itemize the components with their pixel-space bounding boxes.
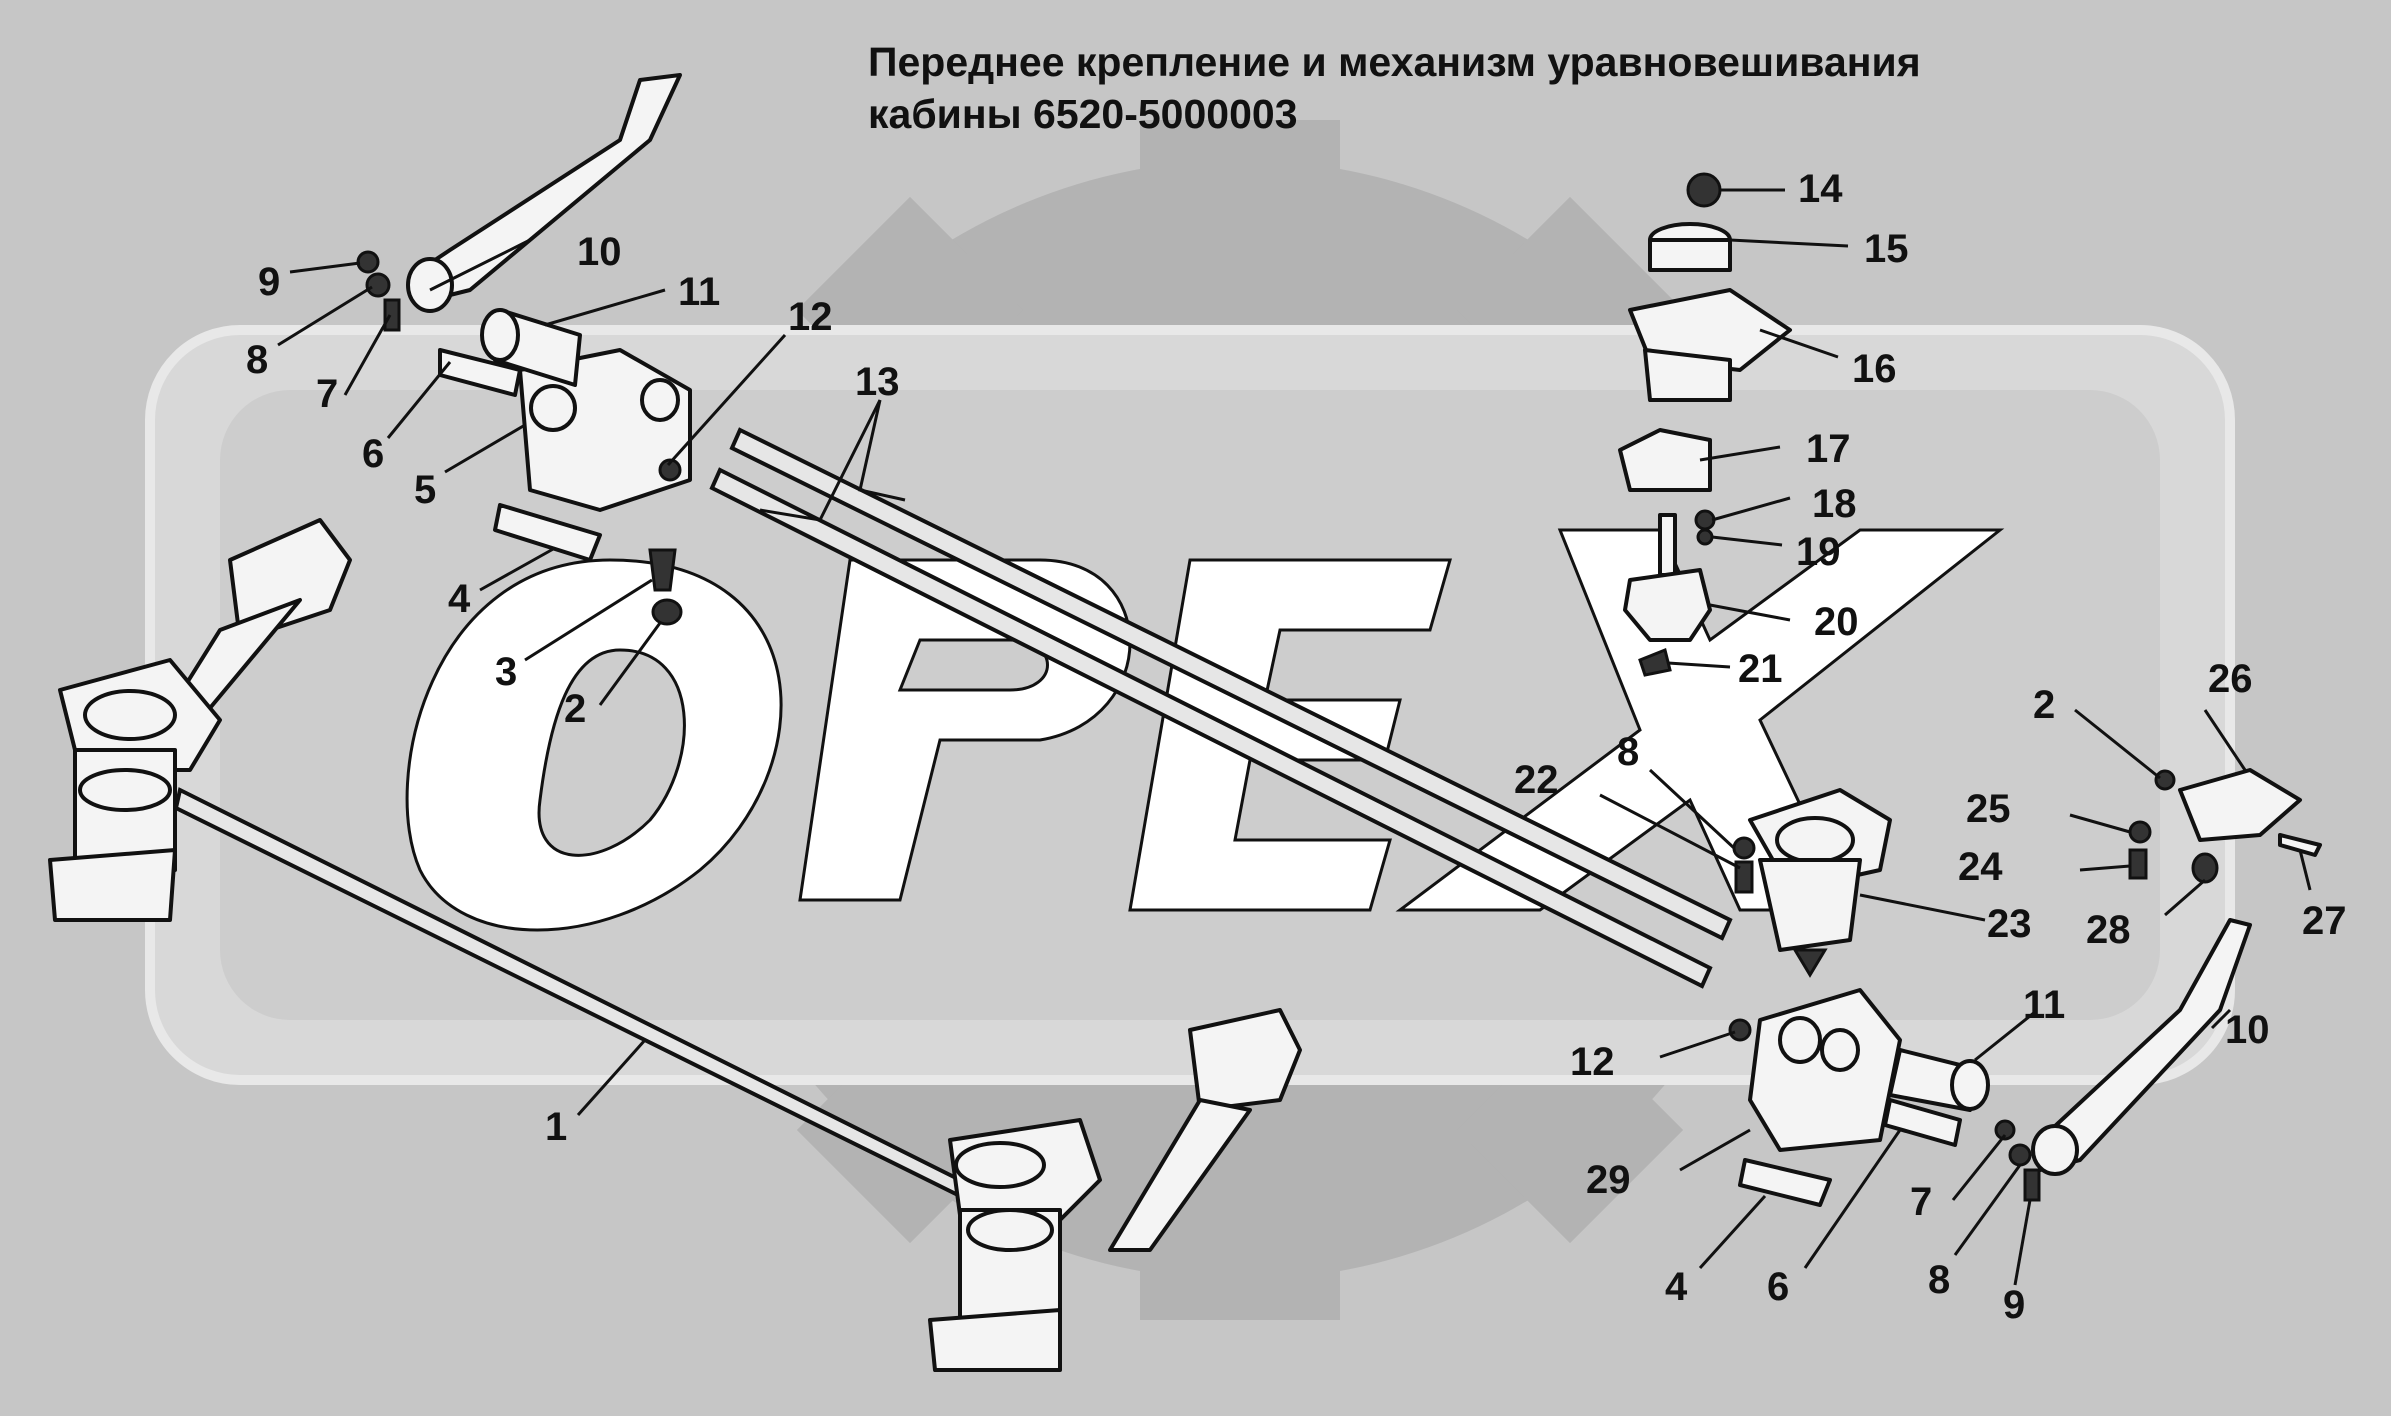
callout-21: 21 [1738,647,1783,691]
pin-11-left [480,308,582,387]
bolt-3-nut-2-left [648,548,683,626]
title-line-1: Переднее крепление и механизм уравновеши… [868,39,1921,85]
callout-6-right: 6 [1767,1265,1789,1309]
callout-12: 12 [788,295,833,339]
callout-1: 1 [545,1105,567,1149]
callout-9-right: 9 [2003,1283,2025,1327]
parts [48,73,2322,1372]
pin-11-right [1888,1048,1990,1112]
callout-4: 4 [448,577,471,621]
plate-4-left [493,503,602,562]
bracket-29-right [1748,988,1902,1152]
right-support-assembly [928,1008,1302,1372]
callout-17: 17 [1806,427,1851,471]
callout-8-right: 8 [1928,1258,1950,1302]
callout-18: 18 [1812,482,1857,526]
callout-22: 22 [1514,758,1559,802]
callout-26: 26 [2208,657,2253,701]
callout-14: 14 [1798,167,1843,211]
pin-6-left [438,348,522,397]
callout-2: 2 [564,687,586,731]
callout-numbers: 9 8 7 6 5 10 11 12 13 4 3 2 1 14 15 16 1… [246,167,2347,1327]
callout-10-right: 10 [2225,1008,2270,1052]
support-23 [1748,788,1892,978]
page-title: Переднее крепление и механизм уравновеши… [868,36,1921,140]
small-parts-7-8-9-right [1728,1018,2041,1202]
callout-8-mid: 8 [1617,730,1639,774]
callout-3: 3 [495,650,517,694]
leader-lines [277,188,2312,1286]
callout-8: 8 [246,338,268,382]
callout-24: 24 [1958,845,2003,889]
callout-7: 7 [316,372,338,416]
stack-14-21 [1618,172,1792,677]
bracket-5-left [518,348,692,512]
callout-20: 20 [1814,600,1859,644]
callout-2-right: 2 [2033,683,2055,727]
callout-25: 25 [1966,787,2011,831]
watermark-letters [405,528,2005,932]
callout-12-right: 12 [1570,1040,1615,1084]
left-support-assembly [48,518,352,922]
callout-13: 13 [855,360,900,404]
callout-29: 29 [1586,1158,1631,1202]
plate-4-right [1738,1158,1832,1207]
callout-23: 23 [1987,902,2032,946]
callout-28: 28 [2086,908,2131,952]
callout-7-right: 7 [1910,1180,1932,1224]
callout-5: 5 [414,468,436,512]
plate-26 [2128,768,2322,884]
callout-10: 10 [577,230,622,274]
title-line-2: кабины 6520-5000003 [868,91,1298,137]
pin-6-right [1883,1098,1962,1147]
callout-9: 9 [258,260,280,304]
lever-10-right [2031,918,2252,1176]
callout-4-right: 4 [1665,1265,1688,1309]
lever-10-left [406,73,682,313]
callout-19: 19 [1796,530,1841,574]
callout-6: 6 [362,432,384,476]
callout-11-right: 11 [2023,983,2065,1027]
callout-27: 27 [2302,899,2347,943]
callout-15: 15 [1864,227,1909,271]
callout-11: 11 [678,270,720,314]
callout-16: 16 [1852,347,1897,391]
torsion-rods-13 [709,427,1733,989]
